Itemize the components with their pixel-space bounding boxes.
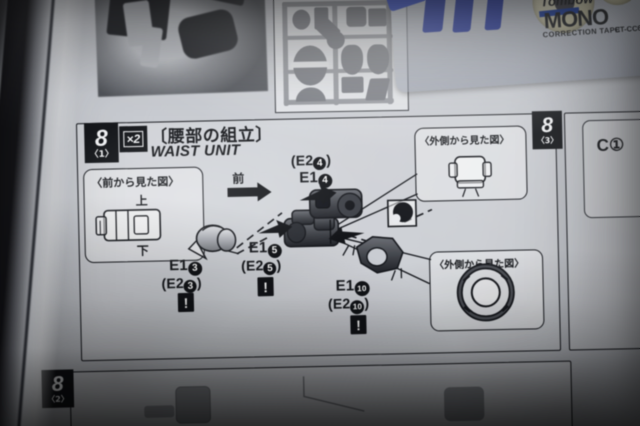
bottom-shadow: [0, 348, 640, 426]
